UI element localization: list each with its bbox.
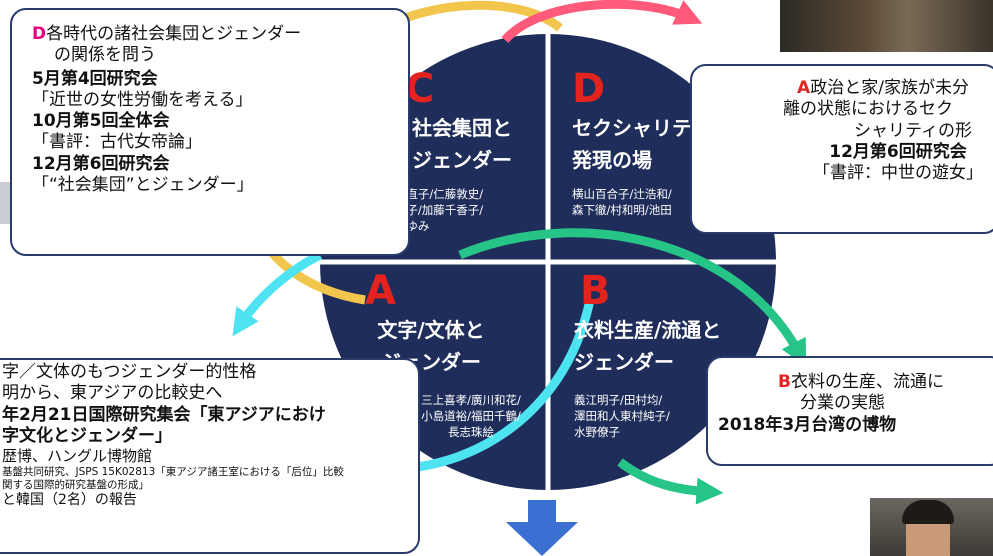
box-b-heading: 2018年3月台湾の博物 xyxy=(718,414,897,435)
quadrant-b-title-line: 衣料生産/流通と xyxy=(574,318,722,342)
meeting-photo xyxy=(780,0,993,52)
box-d-heading: 10月第5回全体会 xyxy=(32,111,170,131)
quadrant-b-names-line: 義江明子/田村均/ xyxy=(574,393,663,407)
box-d-line: の関係を問う xyxy=(54,45,156,66)
quadrant-c-title: 社会集団と ジェンダー xyxy=(398,112,526,176)
quadrant-a-names-line: 長志珠絵 xyxy=(448,425,494,439)
quadrant-d-title: セクシャリティ 発現の場 xyxy=(572,112,711,176)
quadrant-d-names: 横山百合子/辻浩和/ 森下徹/村和明/池田 xyxy=(572,186,672,218)
quadrant-b-names-line: 澤田和人東村純子/ xyxy=(574,409,670,423)
box-a-left-venue: 歴博、ハングル博物館 xyxy=(2,447,153,465)
box-a-right-text: 「書評：中世の遊女」 xyxy=(813,163,983,183)
quadrant-a-names-line: 小島道裕/福田千鶴/ xyxy=(421,409,521,423)
quadrant-d-title-line: セクシャリティ xyxy=(572,116,711,140)
quadrant-a-letter: A xyxy=(365,268,396,314)
box-b-line: 衣料の生産、流通に xyxy=(790,372,944,392)
box-b-line: 分業の実態 xyxy=(800,393,885,414)
quadrant-b-title: 衣料生産/流通と ジェンダー xyxy=(574,314,721,378)
quadrant-c-title-line: ジェンダー xyxy=(412,148,512,172)
box-b-intro: B衣料の生産、流通に xyxy=(778,372,993,393)
box-d-line: 各時代の諸社会集団とジェンダー xyxy=(46,24,302,44)
quadrant-d-names-line: 横山百合子/辻浩和/ xyxy=(572,187,672,201)
box-a-right-line: シャリティの形 xyxy=(854,120,972,141)
box-b-letter: B xyxy=(778,372,791,392)
box-a-writing-gender: 字／文体のもつジェンダー的性格 明から、東アジアの比較史へ 年2月21日国際研究… xyxy=(0,358,420,554)
box-d-heading: 12月第6回研究会 xyxy=(32,153,170,174)
box-a-left-heading: 年2月21日国際研究集会「東アジアにおけ xyxy=(2,404,326,425)
box-a-right-heading: 12月第6回研究会 xyxy=(829,141,967,162)
quadrant-b-names-line: 水野僚子 xyxy=(574,425,620,439)
box-d-intro: D各時代の諸社会集団とジェンダー xyxy=(32,24,408,45)
quadrant-b-letter: B xyxy=(580,268,611,314)
green-arrow xyxy=(458,228,807,505)
box-a-left-report: と韓国（2名）の報告 xyxy=(2,492,137,508)
box-a-right-line: 離の状態におけるセク xyxy=(783,99,953,120)
box-a-right-letter: A xyxy=(797,78,811,98)
box-d-heading: 5月第4回研究会 xyxy=(32,68,158,89)
quadrant-d-letter: D xyxy=(572,66,606,112)
box-d-letter: D xyxy=(32,24,47,44)
box-a-left-line: 明から、東アジアの比較史へ xyxy=(2,383,223,404)
quadrant-c-title-line: 社会集団と xyxy=(412,116,512,140)
box-d-text: 「“社会集団”とジェンダー」 xyxy=(32,174,254,195)
box-a-left-small: 関する国際的研究基盤の形成」 xyxy=(2,478,149,491)
box-d-research-meetings: D各時代の諸社会集団とジェンダー の関係を問う 5月第4回研究会 「近世の女性労… xyxy=(10,8,410,256)
box-a-left-heading: 字文化とジェンダー」 xyxy=(2,425,172,446)
box-a-left-line: 字／文体のもつジェンダー的性格 xyxy=(2,362,257,382)
quadrant-b-names: 義江明子/田村均/ 澤田和人東村純子/ 水野僚子 xyxy=(574,392,670,440)
box-b-clothing: B衣料の生産、流通に 分業の実態 2018年3月台湾の博物 xyxy=(706,356,993,466)
quadrant-a-names-line: 三上喜孝/廣川和花/ xyxy=(421,393,521,407)
speaker-photo xyxy=(870,498,993,556)
box-d-text: 「書評：古代女帝論」 xyxy=(32,132,202,153)
quadrant-b-title-line: ジェンダー xyxy=(574,350,674,374)
quadrant-a-names: 三上喜孝/廣川和花/ 小島道裕/福田千鶴/ 長志珠絵 xyxy=(396,392,546,440)
quadrant-a-title-line: 文字/文体と xyxy=(377,318,485,342)
down-arrow xyxy=(506,500,578,556)
box-a-right-intro: A政治と家/家族が未分 xyxy=(708,78,993,99)
box-a-right-line: 政治と家/家族が未分 xyxy=(810,78,969,98)
quadrant-d-names-line: 森下徹/村和明/池田 xyxy=(572,203,672,217)
box-a-sexuality: A政治と家/家族が未分 離の状態におけるセク シャリティの形 12月第6回研究会… xyxy=(690,64,993,234)
box-a-left-small: 基盤共同研究、JSPS 15K02813「東アジア諸王室における「后位」比較 xyxy=(2,465,344,478)
quadrant-d-title-line: 発現の場 xyxy=(572,148,652,172)
box-d-text: 「近世の女性労働を考える」 xyxy=(32,89,253,110)
